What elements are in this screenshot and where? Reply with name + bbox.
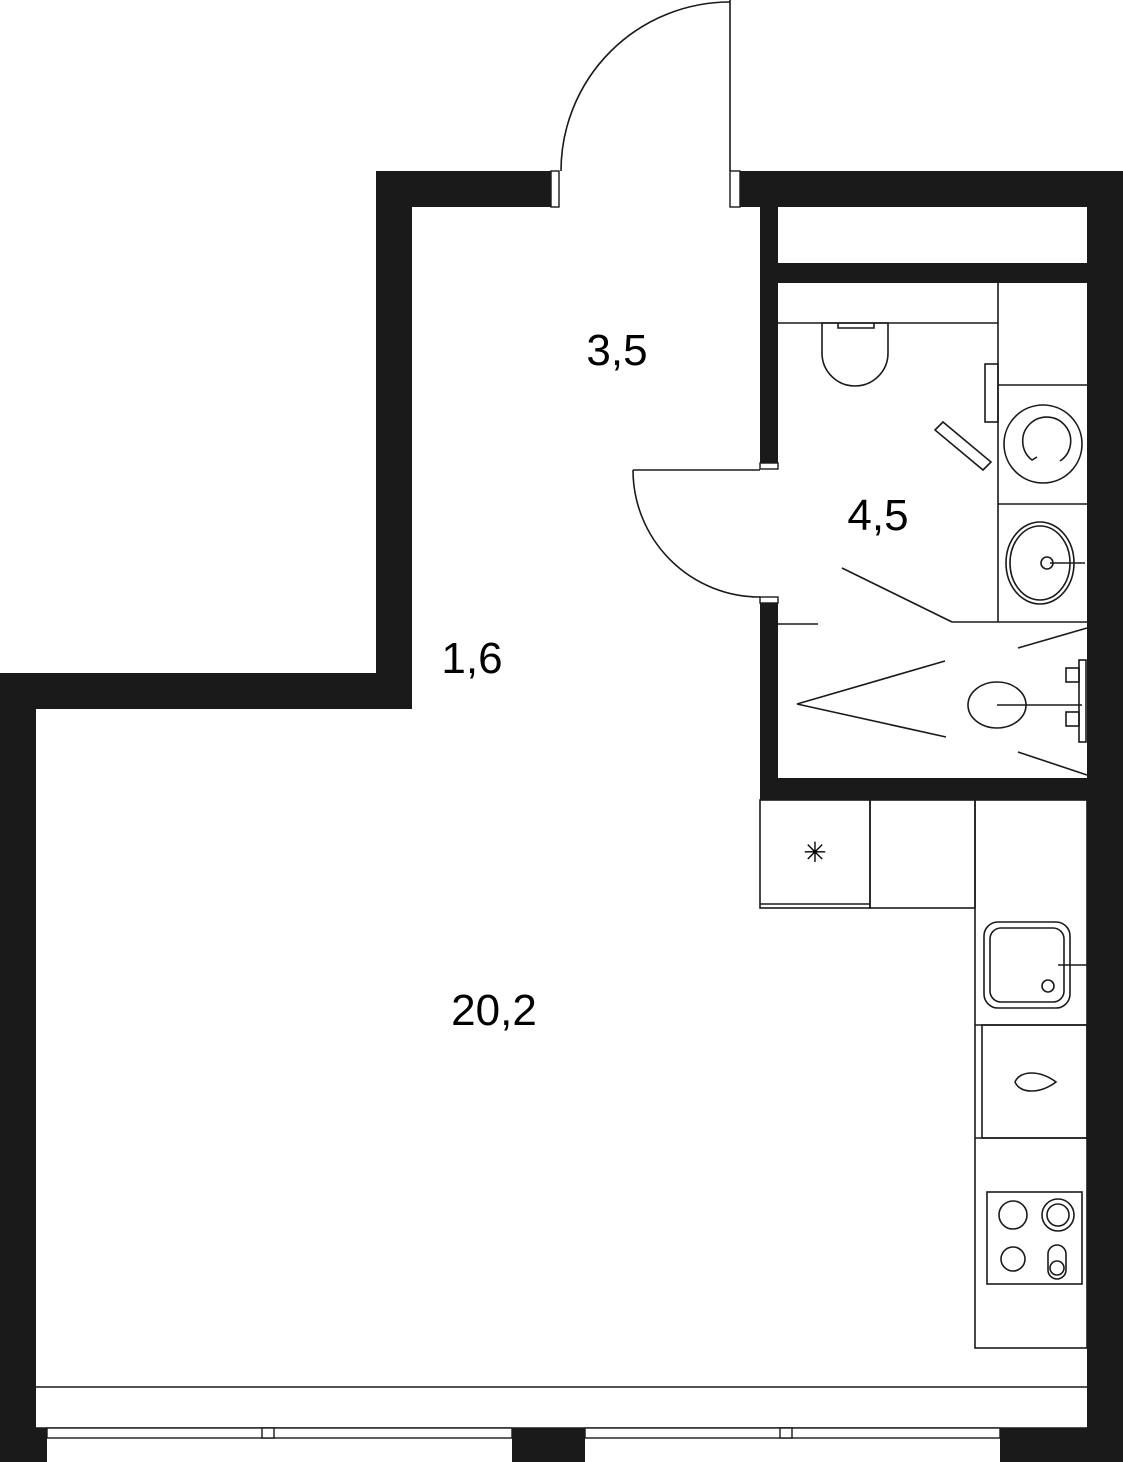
bathroom-fixtures <box>778 283 1088 776</box>
window <box>36 1386 1087 1439</box>
hall-area: 3,5 <box>586 326 647 375</box>
stove-icon <box>986 1191 1083 1285</box>
walls <box>0 170 1123 1462</box>
dishwasher-icon <box>981 1024 1088 1139</box>
fridge-icon: ✳ <box>803 836 826 869</box>
bathroom-door[interactable] <box>632 469 761 598</box>
kitchen-sink-icon <box>983 921 1071 1009</box>
washing-machine-icon <box>1003 404 1083 484</box>
toilet-icon <box>821 322 889 387</box>
entrance-door[interactable] <box>560 0 731 172</box>
living-room-area: 20,2 <box>451 986 537 1035</box>
corridor-area: 1,6 <box>441 634 502 683</box>
shower-icon <box>796 627 1088 776</box>
bathroom-area: 4,5 <box>847 491 908 540</box>
kitchen: ✳ <box>759 799 1088 1349</box>
room-labels: 3,5 4,5 1,6 20,2 <box>441 326 908 1035</box>
